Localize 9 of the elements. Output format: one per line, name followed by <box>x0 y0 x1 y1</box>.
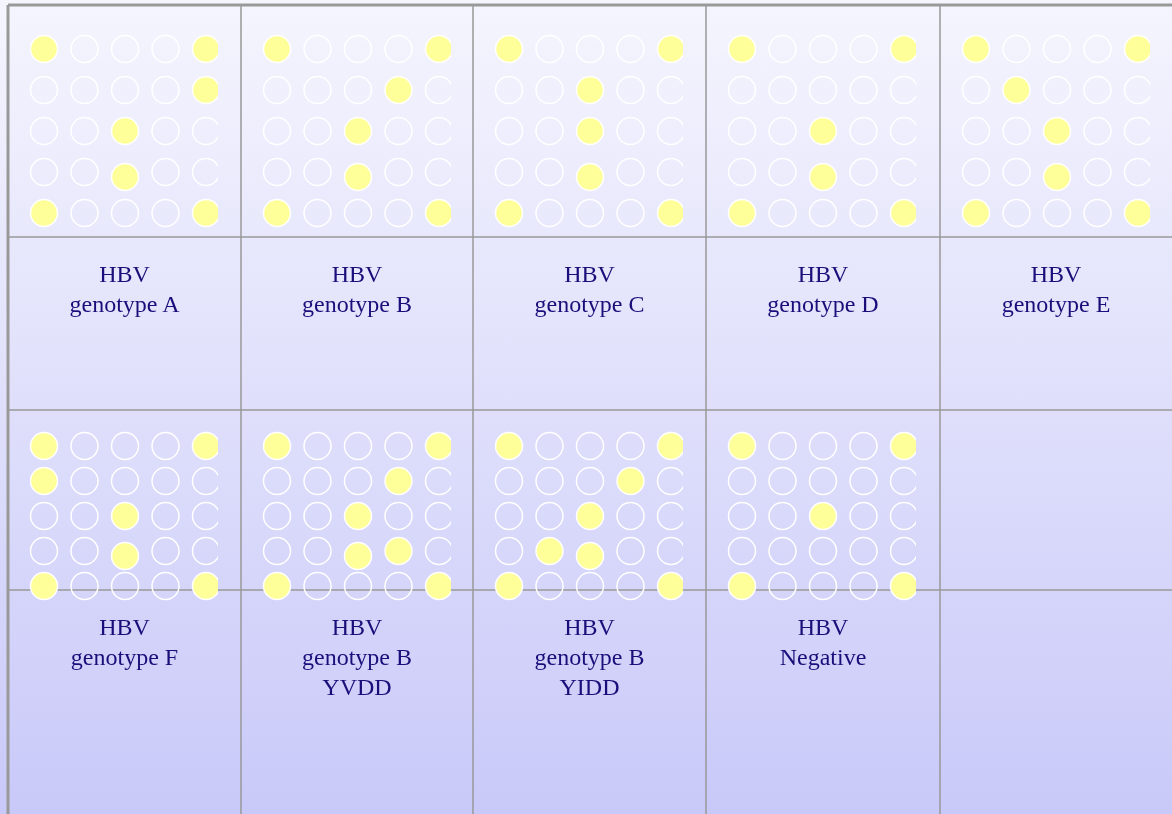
genotype-label: HBV genotype B YIDD <box>533 613 646 702</box>
genotype-label: HBV genotype B <box>301 260 413 319</box>
genotype-label: HBV genotype C <box>533 260 646 319</box>
genotype-label: HBV Negative <box>778 613 868 672</box>
genotype-label: HBV genotype F <box>69 613 180 672</box>
genotype-label: HBV genotype E <box>1000 260 1112 319</box>
genotype-label: HBV genotype B YVDD <box>301 613 413 702</box>
genotype-label: HBV genotype D <box>766 260 880 319</box>
genotype-label: HBV genotype A <box>68 260 181 319</box>
